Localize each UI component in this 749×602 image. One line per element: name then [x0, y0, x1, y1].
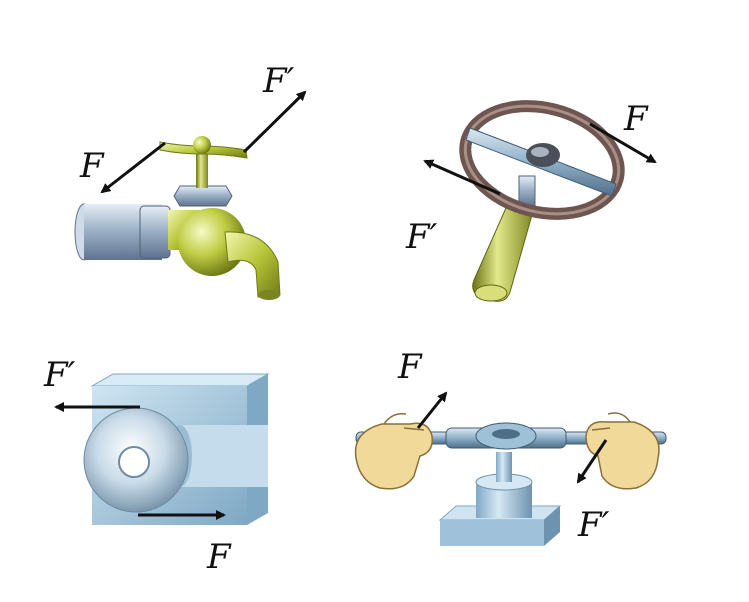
die-block-illustration: F′ F [43, 355, 270, 577]
tap-arrow-f-prime [576, 439, 608, 484]
tap-wrench-illustration: F F′ [354, 347, 667, 546]
faucet-label-f: F [79, 146, 105, 186]
steering-arrow-f [589, 122, 657, 164]
die-label-f: F [206, 537, 232, 577]
die-label-f-prime: F′ [43, 355, 76, 395]
tap-label-f: F [397, 347, 423, 387]
steering-label-f: F [623, 99, 649, 139]
steering-label-f-prime: F′ [405, 217, 438, 257]
faucet-arrow-f [100, 141, 166, 194]
steering-arrow-f-prime [423, 159, 501, 196]
tap-label-f-prime: F′ [577, 505, 610, 545]
faucet-arrow-f-prime [242, 90, 307, 154]
tap-arrow-f [416, 391, 448, 429]
steering-wheel-illustration: F F′ [405, 99, 657, 302]
faucet-illustration: F′ F [74, 61, 307, 300]
faucet-label-f-prime: F′ [262, 61, 295, 101]
